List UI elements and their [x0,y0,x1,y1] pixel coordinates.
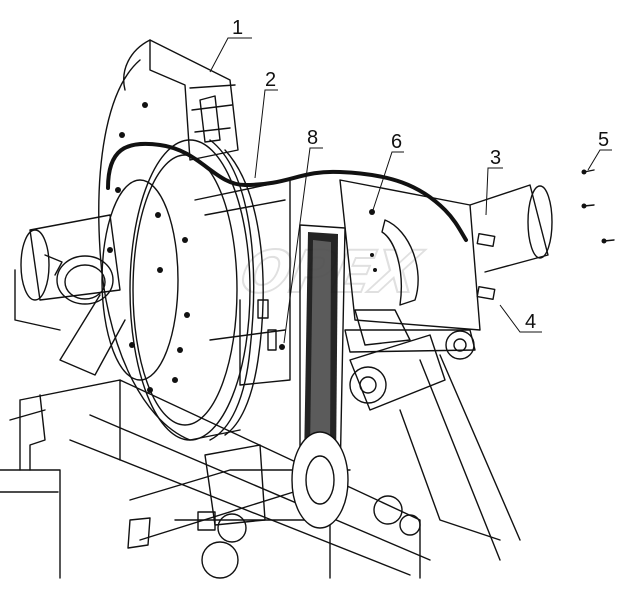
hose [106,141,468,242]
belt-drive [291,224,349,529]
bearing-arm [349,330,521,561]
callout-1: 1 [232,17,243,39]
lower-frame [0,379,431,579]
main-drum [98,59,264,441]
callout-6: 6 [391,131,402,153]
outlet-nozzle [469,184,553,301]
loose-bolts [581,169,615,244]
upper-guard [123,39,239,161]
callout-4: 4 [525,311,536,333]
support-panel [194,179,291,386]
left-cylinder [14,214,126,376]
callout-5: 5 [598,129,609,151]
callout-3: 3 [490,147,501,169]
leader-lines [209,37,612,344]
callout-2: 2 [265,69,276,91]
lower-brackets [127,444,266,579]
callout-8: 8 [307,127,318,149]
detail-holes [279,209,377,350]
